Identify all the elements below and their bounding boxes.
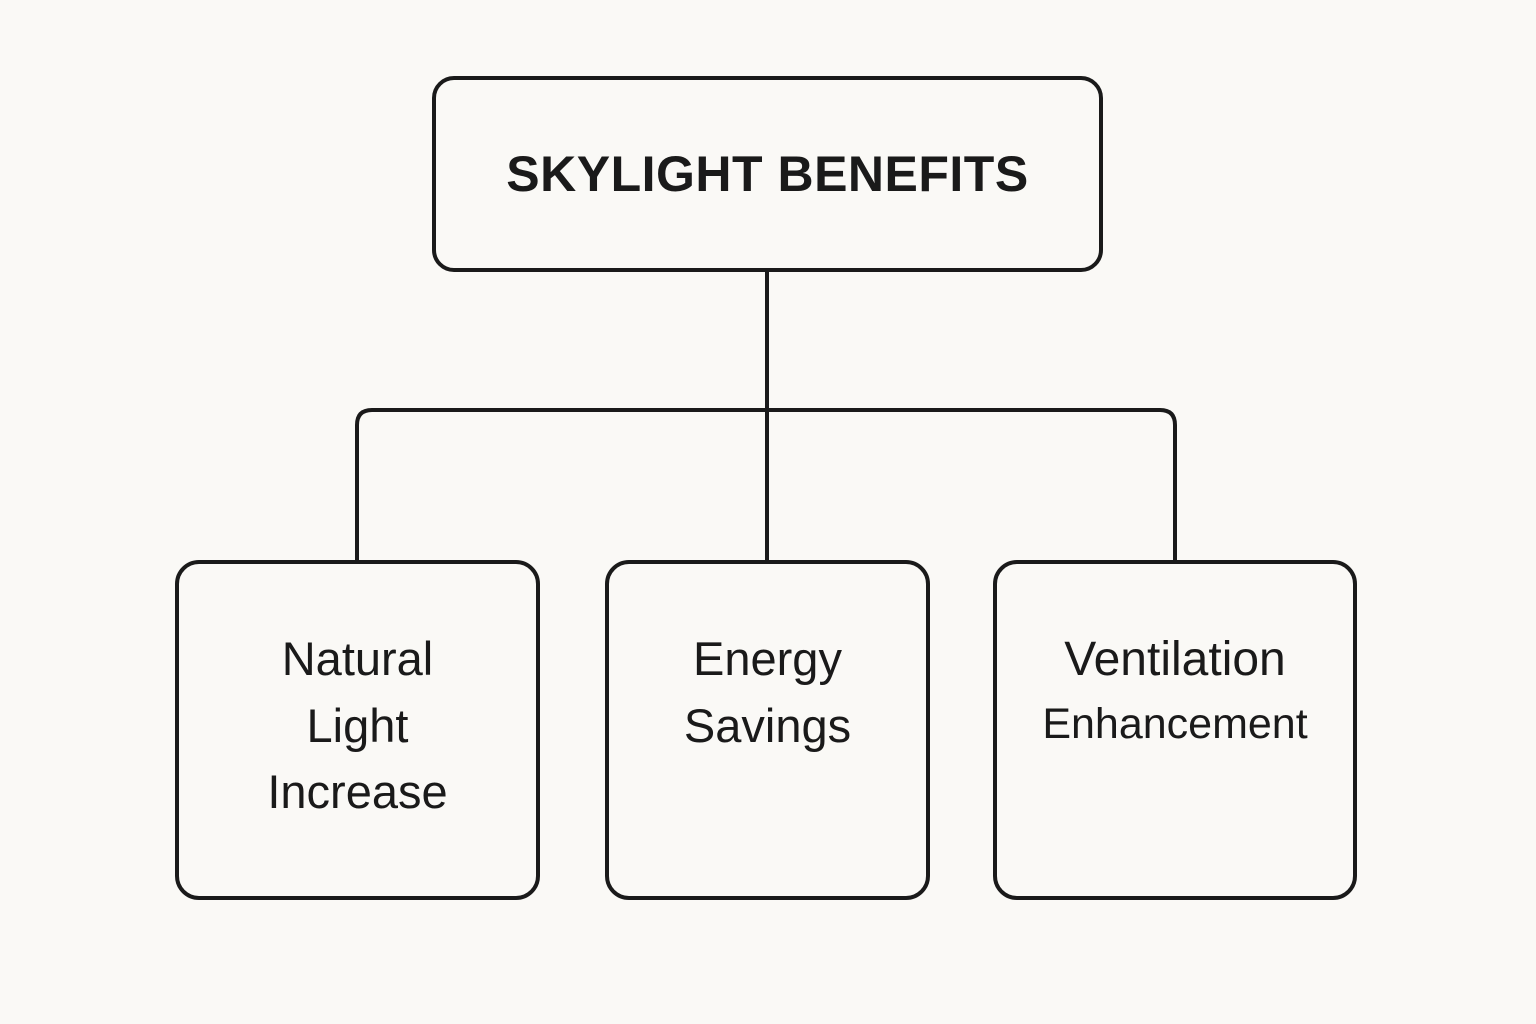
label-line: Natural <box>281 632 434 685</box>
label-line: Ventilation <box>1064 633 1286 686</box>
node-root-label: SKYLIGHT BENEFITS <box>506 145 1029 202</box>
label-line: Light <box>306 698 409 752</box>
label-line: Increase <box>267 765 448 819</box>
label-line: Energy <box>693 632 842 685</box>
label-line: Enhancement <box>1042 700 1308 749</box>
node-root[interactable]: SKYLIGHT BENEFITS <box>432 76 1103 272</box>
label-line: Savings <box>683 698 852 752</box>
connector-branch-right <box>767 408 1177 562</box>
connector-branch-left <box>355 408 767 562</box>
